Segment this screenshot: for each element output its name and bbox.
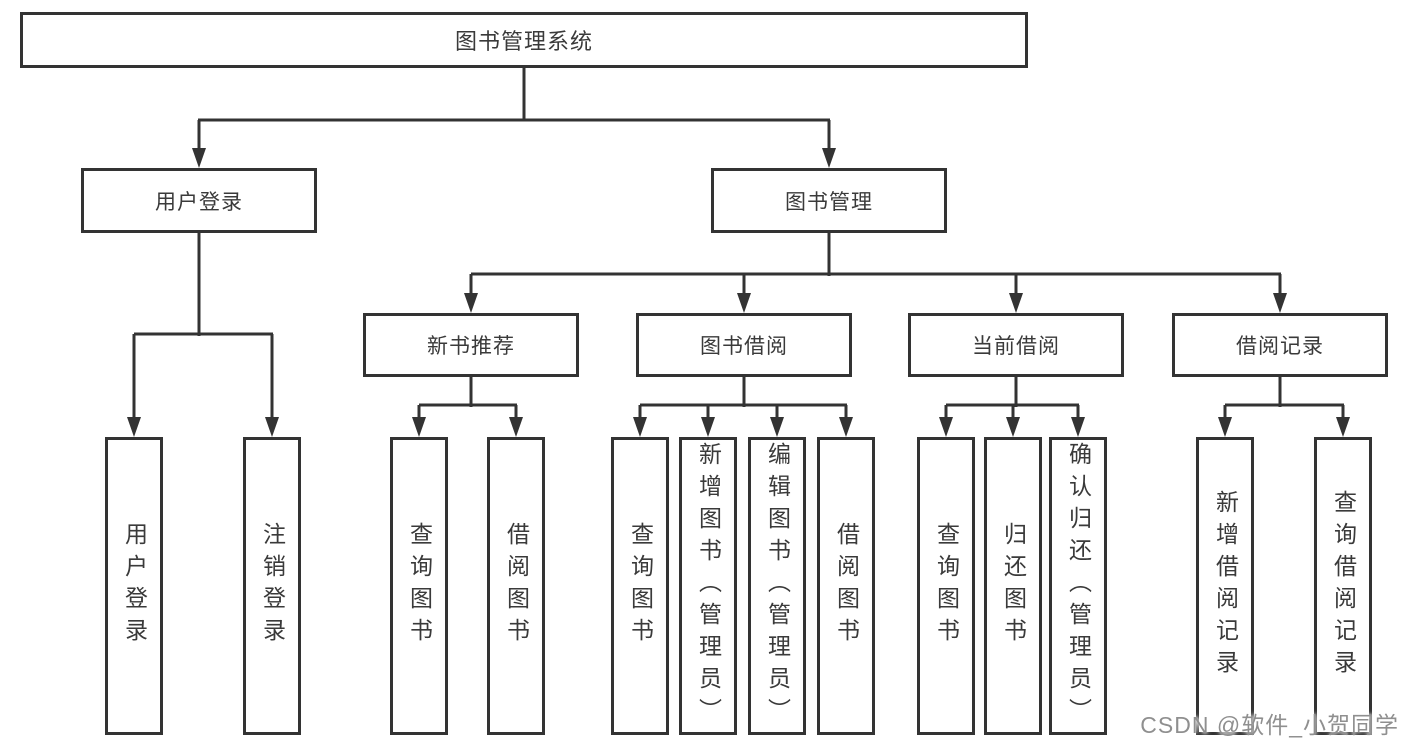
leaf-user-login: 用户登录	[105, 437, 163, 735]
leaf-query-borrow-record-label: 查询借阅记录	[1330, 490, 1357, 682]
leaf-add-book-admin-label: 新增图书（管理员）	[695, 442, 722, 730]
leaf-borrow-query-book-label: 查询图书	[627, 522, 654, 650]
csdn-watermark: CSDN @软件_小贺同学	[1140, 712, 1399, 738]
leaf-current-query-book: 查询图书	[917, 437, 975, 735]
node-book-manage-branch: 图书管理	[711, 168, 947, 233]
leaf-query-borrow-record: 查询借阅记录	[1314, 437, 1372, 735]
leaf-confirm-return-admin-label: 确认归还（管理员）	[1065, 442, 1092, 730]
leaf-logout-label: 注销登录	[259, 522, 286, 650]
node-current-borrow-label: 当前借阅	[972, 335, 1060, 358]
node-book-borrow-label: 图书借阅	[700, 335, 788, 358]
node-book-borrow: 图书借阅	[636, 313, 852, 377]
leaf-recommend-borrow-book: 借阅图书	[487, 437, 545, 735]
leaf-edit-book-admin-label: 编辑图书（管理员）	[764, 442, 791, 730]
leaf-confirm-return-admin: 确认归还（管理员）	[1049, 437, 1107, 735]
node-new-book-recommend: 新书推荐	[363, 313, 579, 377]
node-user-login-branch: 用户登录	[81, 168, 317, 233]
leaf-add-borrow-record: 新增借阅记录	[1196, 437, 1254, 735]
leaf-return-book: 归还图书	[984, 437, 1042, 735]
node-user-login-branch-label: 用户登录	[155, 190, 243, 214]
leaf-current-query-book-label: 查询图书	[933, 522, 960, 650]
leaf-recommend-query-book-label: 查询图书	[406, 522, 433, 650]
leaf-borrow-query-book: 查询图书	[611, 437, 669, 735]
leaf-edit-book-admin: 编辑图书（管理员）	[748, 437, 806, 735]
leaf-add-borrow-record-label: 新增借阅记录	[1212, 490, 1239, 682]
node-book-manage-branch-label: 图书管理	[785, 190, 873, 214]
node-current-borrow: 当前借阅	[908, 313, 1124, 377]
node-borrow-record-label: 借阅记录	[1236, 335, 1324, 358]
node-root-system-label: 图书管理系统	[454, 29, 593, 54]
leaf-add-book-admin: 新增图书（管理员）	[679, 437, 737, 735]
leaf-recommend-borrow-book-label: 借阅图书	[503, 522, 530, 650]
node-borrow-record: 借阅记录	[1172, 313, 1388, 377]
leaf-user-login-label: 用户登录	[121, 522, 148, 650]
leaf-recommend-query-book: 查询图书	[390, 437, 448, 735]
leaf-borrow-book: 借阅图书	[817, 437, 875, 735]
leaf-borrow-book-label: 借阅图书	[833, 522, 860, 650]
leaf-return-book-label: 归还图书	[1000, 522, 1027, 650]
node-root-system: 图书管理系统	[20, 12, 1028, 68]
node-new-book-recommend-label: 新书推荐	[427, 335, 515, 358]
leaf-logout: 注销登录	[243, 437, 301, 735]
